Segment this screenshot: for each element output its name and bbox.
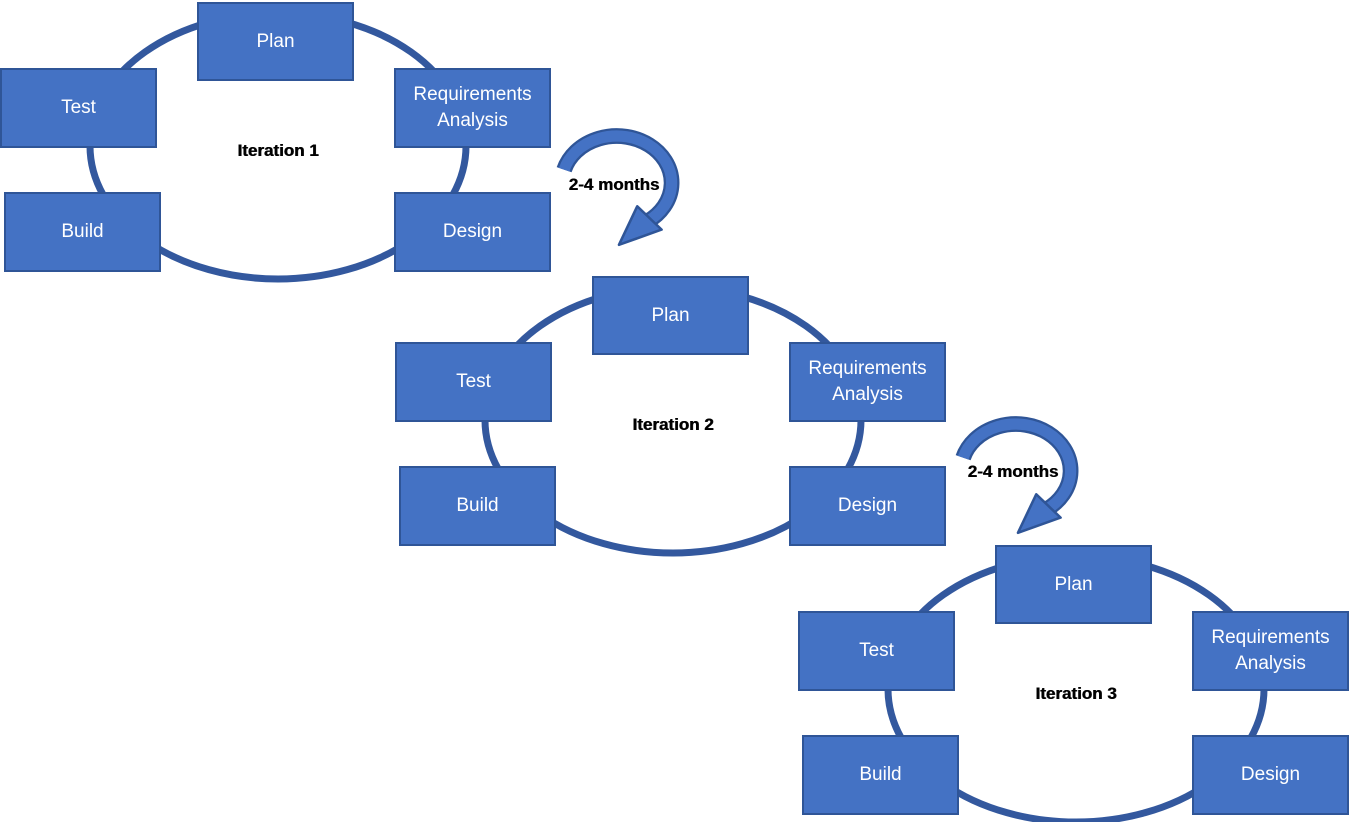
iteration-3-cycle: Plan Test Build Requirements Analysis De… (798, 543, 1351, 822)
requirements-analysis-box: Requirements Analysis (789, 342, 946, 422)
build-box: Build (4, 192, 161, 272)
test-box: Test (395, 342, 552, 422)
plan-box: Plan (197, 2, 354, 81)
curved-arrow-icon (955, 416, 1079, 535)
iteration-label: Iteration 2 (632, 415, 714, 434)
requirements-analysis-box: Requirements Analysis (394, 68, 551, 148)
plan-box: Plan (995, 545, 1152, 624)
test-box: Test (0, 68, 157, 148)
arrow-duration-label: 2-4 months (967, 462, 1059, 481)
plan-box: Plan (592, 276, 749, 355)
design-box: Design (1192, 735, 1349, 815)
build-box: Build (802, 735, 959, 815)
build-box: Build (399, 466, 556, 546)
iteration-label: Iteration 1 (237, 141, 319, 160)
iteration-label: Iteration 3 (1035, 684, 1117, 703)
design-box: Design (789, 466, 946, 546)
iteration-2-cycle: Plan Test Build Requirements Analysis De… (395, 274, 955, 574)
iteration-1-cycle: Plan Test Build Requirements Analysis De… (0, 0, 560, 300)
design-box: Design (394, 192, 551, 272)
curved-arrow-icon (556, 128, 680, 247)
test-box: Test (798, 611, 955, 691)
requirements-analysis-box: Requirements Analysis (1192, 611, 1349, 691)
arrow-duration-label: 2-4 months (568, 175, 660, 194)
